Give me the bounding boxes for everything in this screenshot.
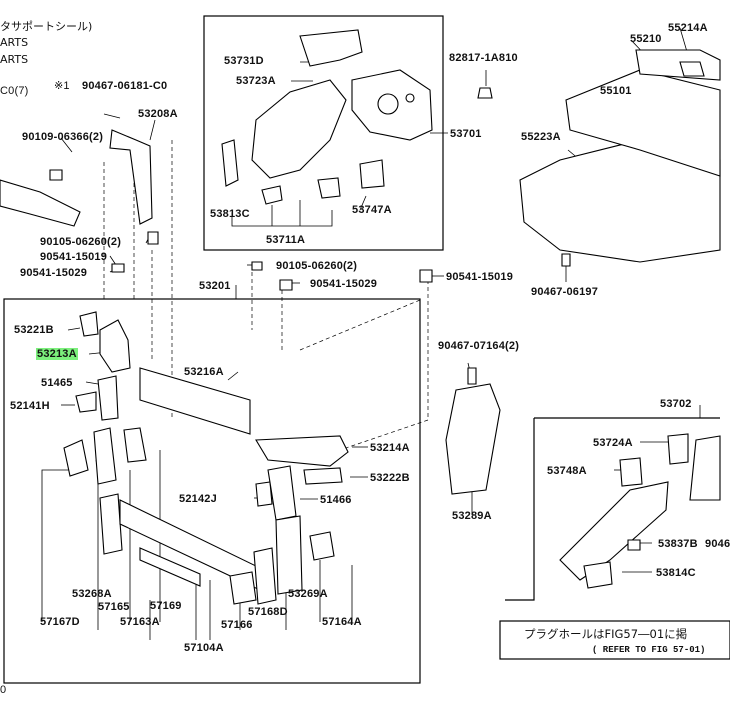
part-53731d	[299, 29, 363, 67]
part-label-53731d: 53731D	[224, 55, 264, 67]
part-label-57168d: 57168D	[248, 606, 288, 618]
part-53289a	[445, 383, 501, 495]
part-label-53289a: 53289A	[452, 510, 492, 522]
part-label-90105-06260-left: 90105-06260(2)	[40, 236, 122, 248]
right-group-box	[505, 417, 720, 601]
part-label-53222b: 53222B	[370, 472, 410, 484]
part-53221b	[79, 311, 99, 337]
part-57169	[139, 547, 201, 587]
part-label-57167d: 57167D	[40, 616, 80, 628]
part-label-53723a: 53723A	[236, 75, 276, 87]
part-53216a	[139, 367, 251, 435]
part-label-90105-06260-mid: 90105-06260(2)	[276, 260, 358, 272]
part-label-82817-1a810: 82817-1A810	[449, 52, 518, 64]
part-label-90541-15029-left: 90541-15029	[20, 267, 88, 279]
footer-note-jp: プラグホールはFIG57―01に掲	[524, 627, 688, 641]
part-label-90541-15029-mid: 90541-15029	[310, 278, 378, 290]
main-group-box	[3, 298, 421, 684]
part-53268a	[99, 493, 123, 555]
part-52141h	[75, 391, 97, 413]
part-label-52142j: 52142J	[179, 493, 217, 505]
part-label-55210: 55210	[630, 33, 662, 45]
part-label-57163a: 57163A	[120, 616, 160, 628]
footer-note-en: ( REFER TO FIG 57-01)	[592, 645, 706, 655]
header-note-line3: ARTS	[0, 53, 29, 66]
part-label-53711a: 53711A	[266, 234, 306, 246]
header-note-line4: C0(7)	[0, 85, 29, 97]
part-53837b	[627, 539, 641, 551]
part-53269a	[309, 531, 335, 561]
part-label-57104a: 57104A	[184, 642, 224, 654]
part-label-55214a: 55214A	[668, 22, 708, 34]
part-55223a	[519, 139, 721, 263]
part-label-55223a: 55223A	[521, 131, 561, 143]
part-label-90541-15019-right: 90541-15019	[446, 271, 514, 283]
part-label-53214a: 53214A	[370, 442, 410, 454]
part-label-51466: 51466	[320, 494, 352, 506]
part-label-9046-cut: 9046	[705, 538, 730, 550]
part-label-53268a: 53268A	[72, 588, 112, 600]
part-label-57166: 57166	[221, 619, 253, 631]
part-51465	[97, 375, 119, 421]
part-53724a	[667, 433, 689, 465]
part-53214a	[255, 435, 349, 467]
part-53208a	[109, 129, 153, 225]
note-box	[499, 620, 730, 660]
header-note-line1: タサポートシール)	[0, 20, 93, 33]
part-label-57164a: 57164A	[322, 616, 362, 628]
part-53748a	[619, 457, 643, 487]
part-label-53747a: 53747A	[352, 204, 392, 216]
part-55214a	[679, 61, 705, 77]
part-57168d	[253, 547, 277, 605]
part-label-53748a: 53748A	[547, 465, 587, 477]
highlighted-part-53213a: 53213A	[36, 348, 78, 360]
part-label-51465: 51465	[41, 377, 73, 389]
part-label-90109-06366: 90109-06366(2)	[22, 131, 104, 143]
part-label-53201: 53201	[199, 280, 231, 292]
part-label-53724a: 53724A	[593, 437, 633, 449]
part-51466	[267, 465, 297, 521]
part-label-53701: 53701	[450, 128, 482, 140]
part-label-53269a: 53269A	[288, 588, 328, 600]
part-53222b	[303, 467, 343, 485]
part-53813c	[221, 139, 239, 187]
part-53702	[559, 481, 669, 581]
part-label-53216a: 53216A	[184, 366, 224, 378]
part-label-53813c: 53813C	[210, 208, 250, 220]
part-53747a	[359, 159, 385, 189]
part-label-52141h: 52141H	[10, 400, 50, 412]
part-left-top	[0, 179, 81, 227]
part-53814c	[583, 561, 613, 589]
part-label-57169: 57169	[150, 600, 182, 612]
part-label-90541-15019-left: 90541-15019	[40, 251, 108, 263]
part-label-55101: 55101	[600, 85, 632, 97]
corner-text: 0	[0, 684, 7, 696]
part-53213a	[99, 319, 131, 373]
part-57166	[229, 571, 257, 605]
part-label-53213a: 53213A	[36, 348, 78, 360]
part-label-57165: 57165	[98, 601, 130, 613]
star-note: ※1	[54, 80, 70, 92]
part-label-90467-06181: 90467-06181-C0	[82, 80, 168, 92]
part-label-53221b: 53221B	[14, 324, 54, 336]
part-label-53837b: 53837B	[658, 538, 698, 550]
part-label-90467-06197: 90467-06197	[531, 286, 599, 298]
part-label-90467-07164: 90467-07164(2)	[438, 340, 520, 352]
part-label-53702: 53702	[660, 398, 692, 410]
part-label-53814c: 53814C	[656, 567, 696, 579]
part-label-53208a: 53208A	[138, 108, 178, 120]
header-note-line2: ARTS	[0, 36, 29, 49]
part-53723a	[251, 79, 347, 179]
part-52142j	[255, 481, 273, 507]
